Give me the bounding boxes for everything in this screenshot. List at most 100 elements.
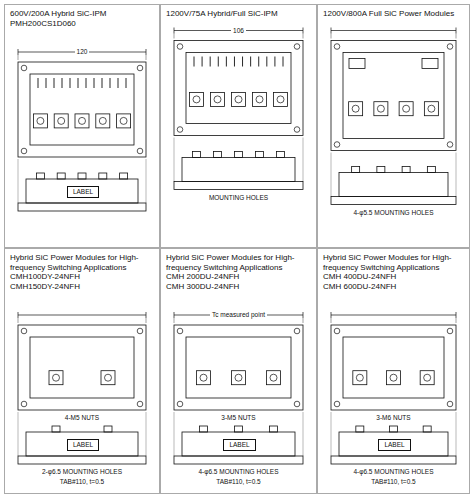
- callout-note: MOUNTING HOLES: [207, 194, 270, 202]
- terminal-nut: [214, 96, 221, 103]
- terminal-nut: [58, 117, 65, 124]
- terminal-nut: [193, 96, 200, 103]
- terminal-side: [36, 173, 44, 179]
- panel-title: Hybrid SiC Power Modules for High-freque…: [5, 249, 159, 272]
- dimension-tick: [303, 28, 304, 34]
- mounting-hole: [294, 44, 300, 50]
- extension-line: [18, 55, 19, 60]
- control-pin: [54, 78, 55, 88]
- projection-line: [456, 153, 457, 197]
- terminal-side: [104, 426, 112, 432]
- mounting-hole: [447, 328, 453, 334]
- control-pin: [210, 57, 211, 67]
- mounting-hole: [177, 44, 183, 50]
- mounting-hole: [447, 401, 453, 407]
- terminal-pad: [117, 114, 131, 128]
- terminal-side: [377, 167, 385, 173]
- projection-line: [174, 138, 175, 182]
- terminal-side: [193, 152, 201, 158]
- terminal-nut: [356, 374, 363, 381]
- callout-note: TAB#110, t=0.5: [214, 478, 262, 486]
- mounting-hole: [137, 65, 143, 71]
- mounting-hole: [21, 148, 27, 154]
- dimension-tick: [146, 312, 147, 318]
- base-plate: [174, 456, 303, 464]
- control-pin: [102, 78, 103, 88]
- projection-line: [18, 412, 19, 456]
- terminal-nut: [53, 374, 60, 381]
- terminal-side: [423, 426, 431, 432]
- terminal-nut: [428, 105, 435, 112]
- control-pin: [266, 57, 267, 67]
- control-pin: [126, 78, 127, 88]
- control-pin: [218, 57, 219, 67]
- panel-title: 1200V/800A Full SiC Power Modules: [318, 5, 469, 19]
- product-panel: 600V/200A Hybrid SiC-IPMPMH200CS1D060LAB…: [4, 4, 160, 248]
- dimension-tick: [146, 49, 147, 55]
- base-plate: [331, 197, 456, 205]
- terminal-pad: [211, 92, 225, 106]
- module-body-side: [339, 173, 448, 197]
- terminal-side: [427, 167, 435, 173]
- terminal-side: [356, 426, 364, 432]
- control-pin: [242, 57, 243, 67]
- terminal-nut: [120, 117, 127, 124]
- terminal-nut: [424, 374, 431, 381]
- extension-line: [174, 34, 175, 39]
- control-pin: [226, 57, 227, 67]
- dimension-tick: [18, 49, 19, 55]
- control-pin: [46, 78, 47, 88]
- terminal-side: [78, 173, 86, 179]
- terminal-nut: [200, 374, 207, 381]
- housing-outline: [30, 74, 134, 145]
- terminal-side: [52, 426, 60, 432]
- projection-line: [303, 412, 304, 456]
- projection-line: [174, 412, 175, 456]
- dimension-tick: [18, 312, 19, 318]
- extension-line: [303, 318, 304, 323]
- model-number: CMH 400DU-24NFH: [318, 272, 469, 282]
- control-pin: [283, 57, 284, 67]
- module-body-side: [26, 432, 138, 456]
- dimension-tick: [331, 28, 332, 34]
- terminal-nut: [99, 117, 106, 124]
- terminal-pad: [96, 114, 110, 128]
- callout-note: 4-φ6.5 MOUNTING HOLES: [351, 468, 435, 476]
- model-number: PMH200CS1D060: [5, 19, 159, 29]
- control-pin: [38, 78, 39, 88]
- extension-line: [174, 318, 175, 323]
- terminal-side: [235, 426, 243, 432]
- label-box: LABEL: [223, 439, 255, 451]
- mounting-hole: [334, 401, 340, 407]
- dimension-line: [331, 30, 456, 31]
- terminal-pad: [387, 371, 401, 385]
- control-pin: [274, 57, 275, 67]
- control-pin: [234, 57, 235, 67]
- dimension-text: 120: [75, 48, 90, 56]
- mounting-hole: [447, 44, 453, 50]
- extension-line: [146, 318, 147, 323]
- dimension-tick: [331, 312, 332, 318]
- model-number: CMH 300DU-24NFH: [161, 282, 316, 292]
- extension-line: [331, 34, 332, 39]
- terminal-pad: [399, 102, 413, 116]
- model-number: CMH 600DU-24NFH: [318, 282, 469, 292]
- gate-connector: [422, 59, 438, 69]
- callout-note: 4-M5 NUTS: [63, 414, 101, 422]
- label-text: LABEL: [384, 441, 404, 449]
- control-pin: [94, 78, 95, 88]
- terminal-side: [270, 426, 278, 432]
- base-plate: [18, 203, 146, 211]
- module-body-side: [182, 432, 295, 456]
- module-top-view: [331, 41, 456, 151]
- terminal-side: [200, 426, 208, 432]
- control-pin: [86, 78, 87, 88]
- mounting-hole: [137, 401, 143, 407]
- mounting-hole: [294, 401, 300, 407]
- terminal-nut: [403, 105, 410, 112]
- terminal-side: [256, 152, 264, 158]
- terminal-pad: [75, 114, 89, 128]
- extension-line: [456, 34, 457, 39]
- control-pin: [194, 57, 195, 67]
- projection-line: [146, 159, 147, 203]
